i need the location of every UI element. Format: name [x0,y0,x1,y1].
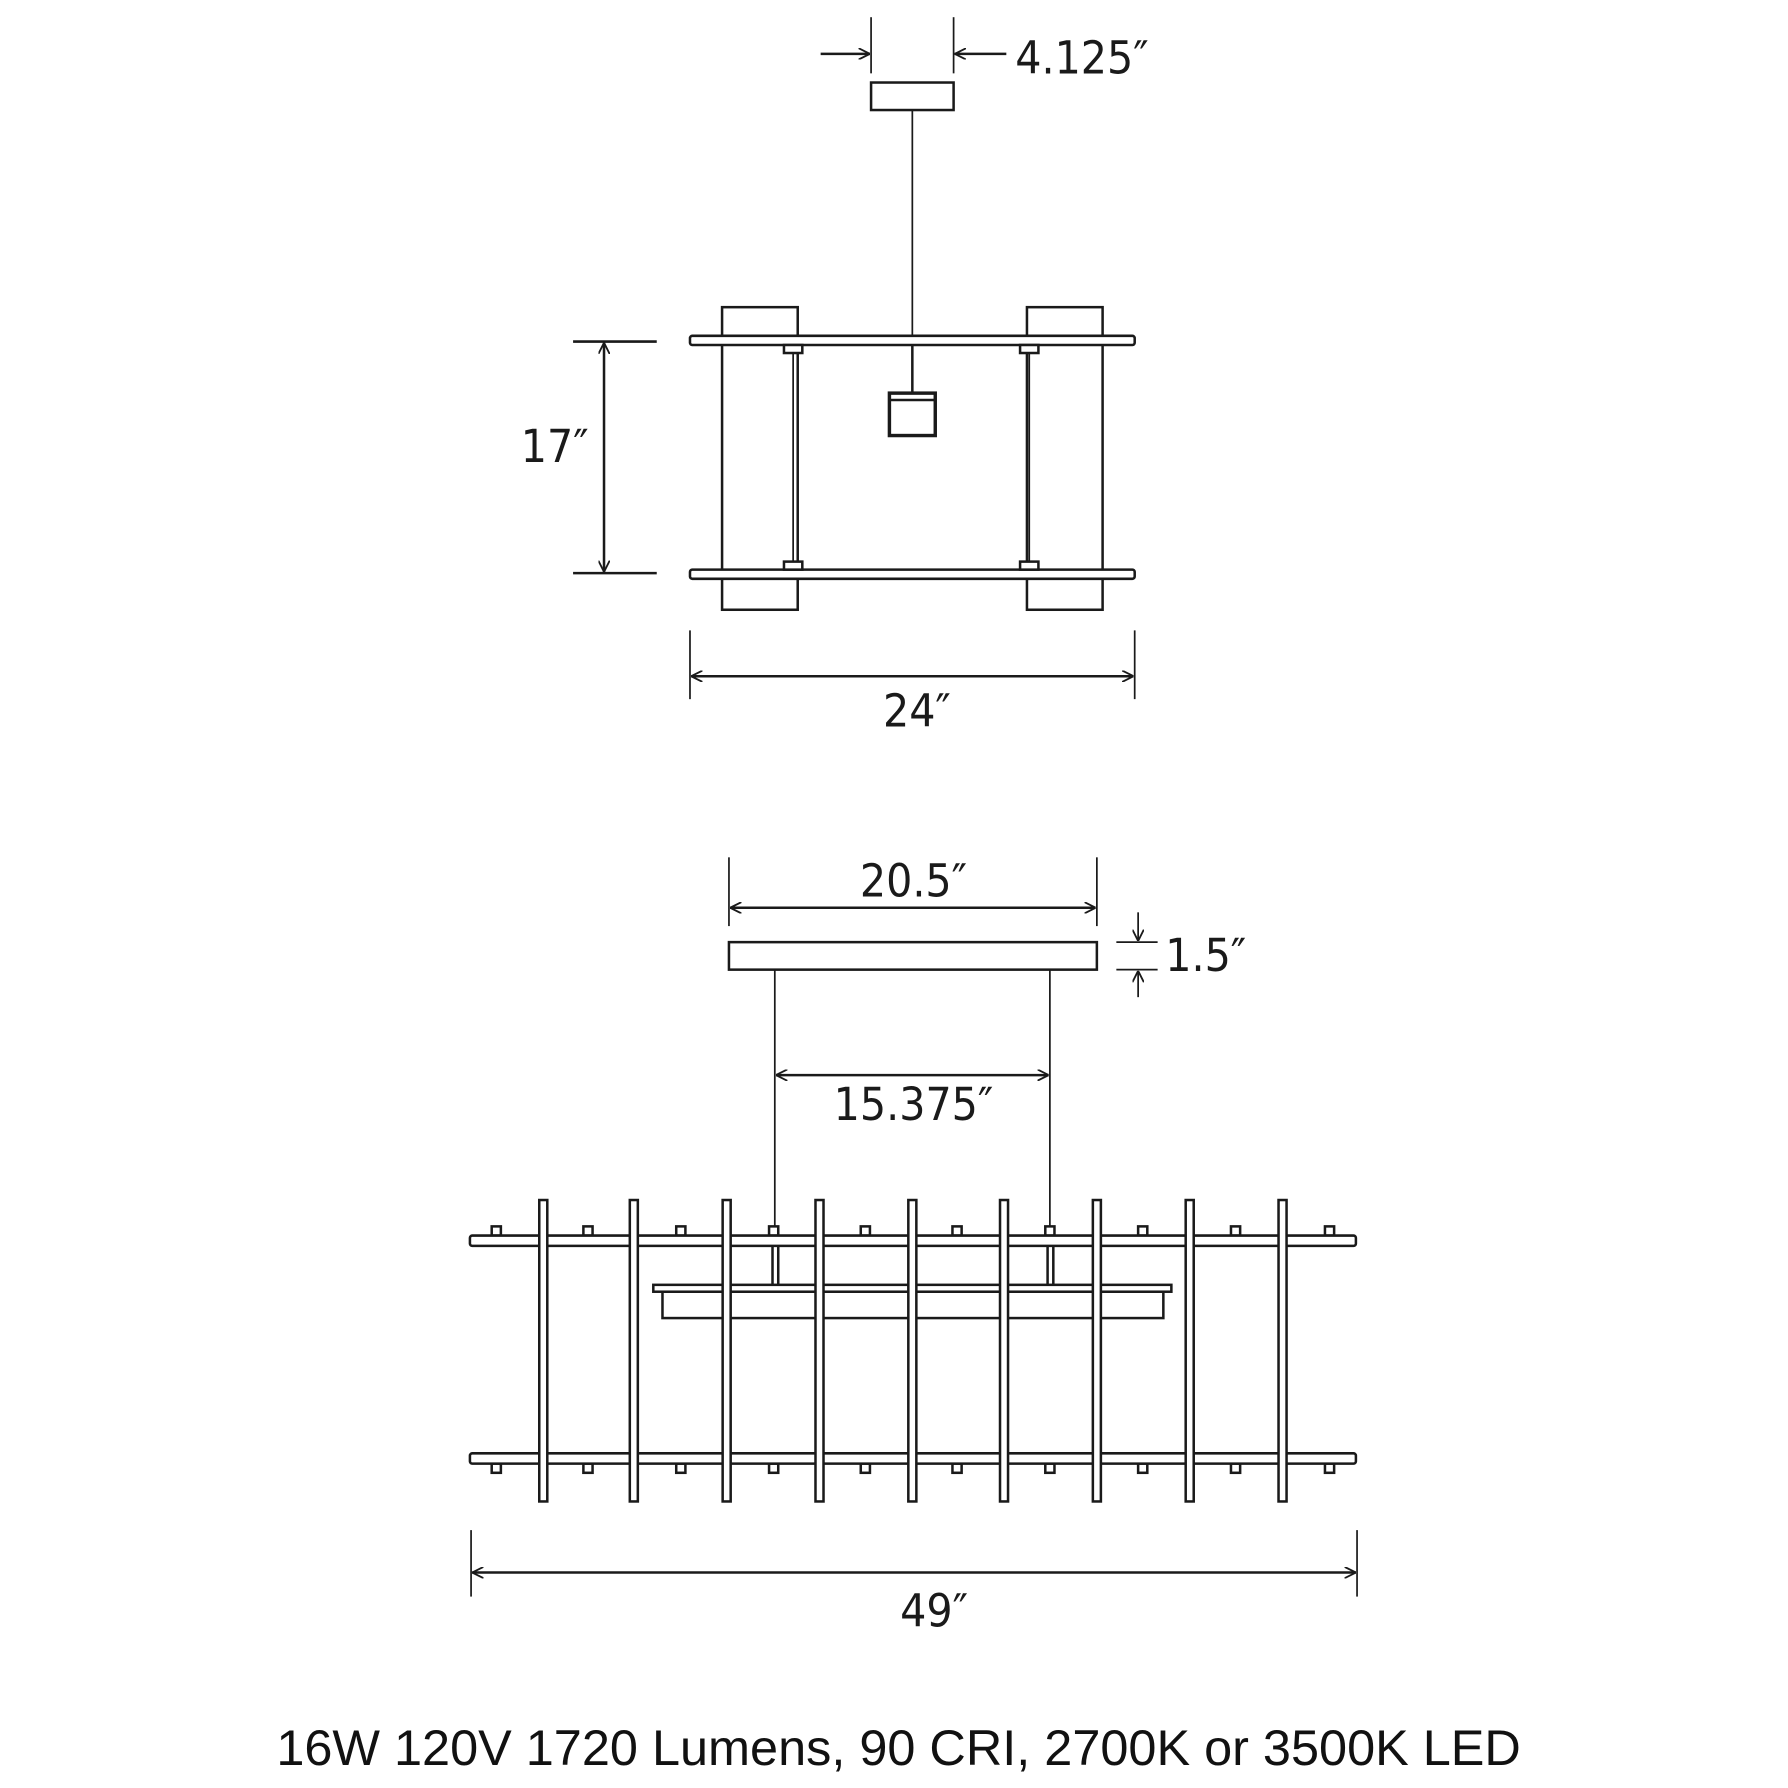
dimension-height: 17″ [521,340,657,575]
dimension-canopy-height: 1.5″ [1116,912,1246,998]
rail-tab [1044,1225,1056,1237]
rail-tab [767,1225,780,1237]
left-cylinder [720,305,799,612]
dimension-label: 49″ [900,1583,968,1637]
pendant-light [887,391,937,438]
vertical-bar [907,1198,918,1503]
rail-tab [767,1462,780,1475]
spec-line: 16W 120V 1720 Lumens, 90 CRI, 2700K or 3… [276,1719,1521,1776]
rail-tab [1229,1225,1242,1237]
right-cylinder [1025,305,1104,612]
rail-tab [1323,1225,1336,1237]
dimension-label: 20.5″ [860,853,967,907]
dimension-overall-length: 49″ [470,1530,1358,1637]
vertical-bar [814,1198,825,1503]
rail-tab [1044,1462,1056,1475]
front-view-drawing [468,969,1358,1503]
upper-frame-bar [688,334,1136,347]
dimension-width: 24″ [689,630,1136,738]
side-view-drawing [688,81,1136,612]
dimension-canopy-length: 20.5″ [728,853,1098,927]
rail-tab [859,1462,872,1475]
rail-tab [490,1225,503,1237]
rail-tab [674,1462,687,1475]
vertical-bar [628,1198,640,1503]
dimension-canopy-width: 4.125″ [820,17,1149,84]
rail-tab [1323,1462,1336,1475]
bracket [1018,343,1040,355]
rail-tab [674,1225,687,1237]
dimension-label: 24″ [883,684,951,738]
vertical-bar [1184,1198,1195,1503]
lower-frame-bar [688,568,1136,581]
dimension-label: 1.5″ [1165,928,1246,982]
dimension-label: 4.125″ [1015,30,1148,84]
rail-tab [859,1225,872,1237]
vertical-bar [1091,1198,1103,1503]
dimension-label: 15.375″ [834,1077,994,1131]
dimension-cord-spacing: 15.375″ [775,1075,1049,1131]
canopy-long [727,940,1099,971]
rail-tab [951,1225,963,1237]
vertical-bar [1277,1198,1288,1503]
bracket [782,560,804,571]
vertical-bar [721,1198,732,1503]
rail-tab [1136,1462,1149,1475]
rail-tab [1136,1225,1149,1237]
rail-tab [1229,1462,1242,1475]
bracket [782,343,804,355]
vertical-bar [538,1198,549,1503]
canopy-small [869,81,955,112]
dimension-label: 17″ [521,419,589,473]
vertical-bar [998,1198,1010,1503]
rail-tab [951,1462,963,1475]
rail-tab [582,1225,594,1237]
rail-tab [582,1462,594,1475]
bracket [1018,560,1040,571]
rail-tab [490,1462,503,1475]
